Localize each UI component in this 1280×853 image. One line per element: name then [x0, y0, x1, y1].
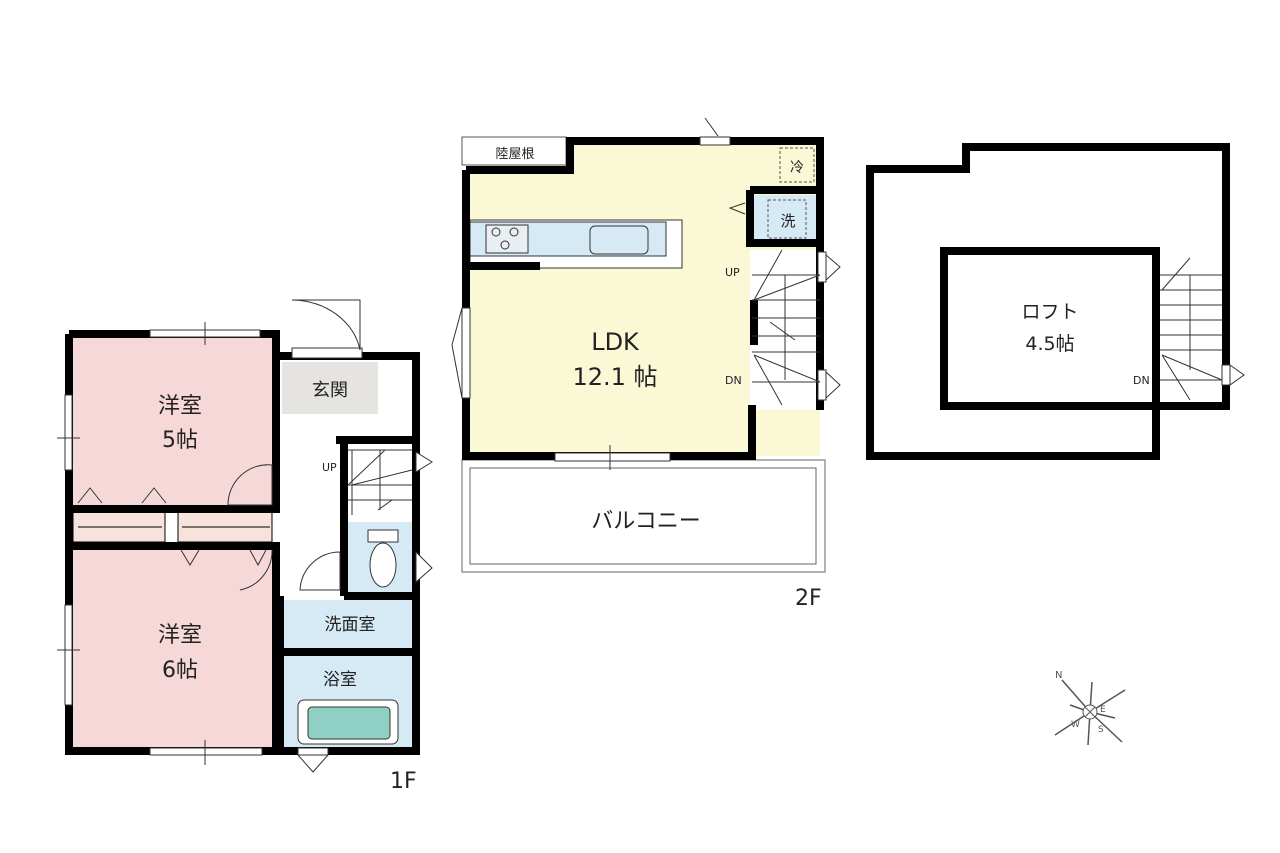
bedroom-5-room: [69, 334, 276, 509]
entrance-label: 玄関: [312, 380, 348, 401]
washroom-label: 洗面室: [325, 615, 376, 635]
washer-label: 洗: [780, 212, 795, 230]
balcony: [461, 459, 826, 573]
compass-w: W: [1071, 720, 1080, 730]
loft-size: 4.5帖: [1025, 333, 1074, 355]
entrance-room: [282, 362, 378, 414]
compass-icon: N E S W: [1054, 670, 1126, 746]
bedroom-5-name: 洋室: [158, 394, 202, 419]
washroom-room: [283, 600, 413, 650]
windows-2f: [461, 136, 827, 462]
loft-name: ロフト: [1021, 301, 1078, 323]
loft-stairs[interactable]: [1160, 257, 1223, 401]
bathroom-label: 浴室: [323, 670, 357, 690]
stairs-1f[interactable]: [347, 449, 413, 515]
bedroom-6-room: [69, 546, 276, 751]
floor-1-label: 1F: [390, 769, 417, 794]
compass-e: E: [1100, 705, 1106, 715]
washer-space: [752, 195, 818, 240]
loft-stairs-down-label: DN: [1133, 374, 1150, 387]
fridge-label: 冷: [790, 160, 804, 176]
entry-door[interactable]: [291, 299, 361, 351]
doors-1f[interactable]: [227, 464, 341, 591]
fridge-space: [779, 147, 815, 183]
balcony-label: バルコニー: [591, 509, 701, 534]
floor-2: 陸屋根 冷 洗 LDK 12.1 帖 バルコニー UP DN 2F: [451, 117, 841, 611]
loft-room: [940, 247, 1160, 410]
loft-floor: ロフト 4.5帖 DN: [866, 143, 1245, 460]
ldk-size: 12.1 帖: [572, 363, 657, 391]
bedroom-6-size: 6帖: [162, 658, 198, 683]
compass-n: N: [1055, 670, 1062, 681]
compass-s: S: [1098, 725, 1104, 735]
bedroom-5-size: 5帖: [162, 428, 198, 453]
stairs-up-label: UP: [725, 266, 740, 279]
floor-1: 洋室 5帖 洋室 6帖 玄関 洗面室 浴室 UP 1F: [57, 299, 433, 794]
bedroom-6-name: 洋室: [158, 623, 202, 648]
stairs-up-label: UP: [322, 461, 337, 474]
stairs-down-label: DN: [725, 374, 742, 387]
sink-icon: [589, 225, 649, 255]
stairs-2f[interactable]: [752, 249, 821, 406]
flat-roof-label: 陸屋根: [495, 146, 534, 162]
floor-2-label: 2F: [795, 586, 822, 611]
ldk-name: LDK: [591, 328, 640, 356]
toilet-icon: [367, 529, 399, 543]
